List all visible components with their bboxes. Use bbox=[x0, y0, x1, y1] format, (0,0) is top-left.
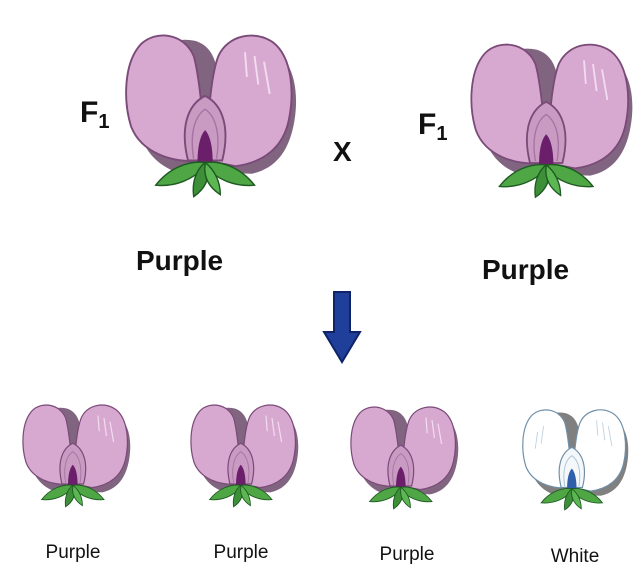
purple-flower-icon bbox=[14, 390, 134, 518]
phenotype-label: Purple bbox=[136, 245, 223, 277]
purple-flower-icon bbox=[182, 390, 302, 518]
purple-flower-icon bbox=[112, 18, 302, 208]
generation-label: F1 bbox=[80, 96, 109, 134]
cross-symbol: X bbox=[333, 136, 352, 168]
generation-subscript: 1 bbox=[98, 111, 109, 133]
purple-flower-icon bbox=[458, 28, 638, 208]
generation-label: F1 bbox=[418, 108, 447, 146]
phenotype-label: Purple bbox=[18, 542, 128, 564]
phenotype-label: Purple bbox=[186, 542, 296, 564]
phenotype-label: White bbox=[520, 546, 630, 568]
generation-letter: F bbox=[80, 96, 98, 129]
white-flower-icon bbox=[514, 394, 632, 522]
phenotype-label: Purple bbox=[482, 254, 569, 286]
generation-letter: F bbox=[418, 108, 436, 141]
purple-flower-icon bbox=[342, 392, 462, 520]
generation-subscript: 1 bbox=[436, 123, 447, 145]
phenotype-label: Purple bbox=[352, 544, 462, 566]
down-arrow-icon bbox=[322, 290, 362, 364]
